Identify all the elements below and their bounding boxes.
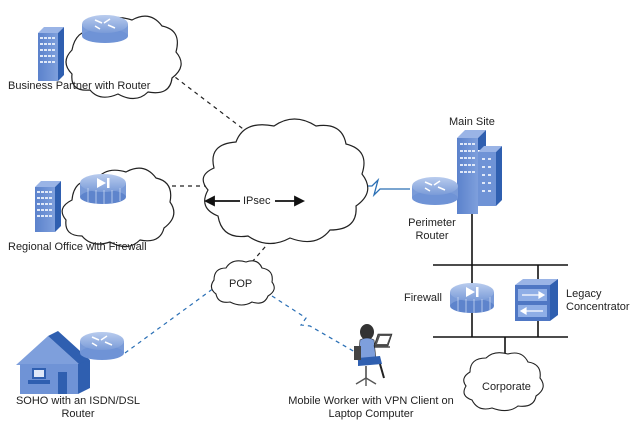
business-partner-router-icon bbox=[82, 15, 128, 43]
mobile-label-line2: Laptop Computer bbox=[328, 408, 414, 420]
main-site-label: Main Site bbox=[449, 116, 495, 128]
pop-label: POP bbox=[229, 278, 253, 290]
main-site-building-icon bbox=[457, 130, 502, 214]
ipsec-internet-cloud bbox=[202, 118, 369, 245]
lan-firewall-icon bbox=[450, 283, 494, 313]
regional-office-firewall-icon bbox=[80, 174, 126, 204]
perimeter-router-icon bbox=[412, 177, 458, 205]
pop-cloud bbox=[210, 260, 275, 306]
perimeter-router-label: Perimeter Router bbox=[400, 217, 464, 243]
mobile-worker-icon bbox=[354, 324, 393, 386]
soho-house-icon bbox=[16, 331, 90, 394]
mobile-label-line1: Mobile Worker with VPN Client on bbox=[288, 395, 454, 407]
business-partner-building-icon bbox=[38, 27, 64, 81]
firewall-label: Firewall bbox=[404, 292, 442, 304]
link-pop-to-mobile bbox=[271, 295, 356, 353]
soho-label-line2: Router bbox=[61, 408, 95, 420]
perimeter-label-line2: Router bbox=[415, 230, 449, 242]
soho-router-icon bbox=[80, 332, 124, 360]
ipsec-label: IPsec bbox=[243, 195, 271, 207]
corporate-label: Corporate bbox=[482, 381, 531, 393]
legacy-label-line2: Concentrator bbox=[566, 301, 630, 313]
legacy-label-line1: Legacy bbox=[566, 288, 602, 300]
soho-label: SOHO with an ISDN/DSL Router bbox=[12, 395, 144, 421]
mobile-worker-label: Mobile Worker with VPN Client on Laptop … bbox=[276, 395, 466, 421]
soho-label-line1: SOHO with an ISDN/DSL bbox=[15, 395, 141, 407]
regional-office-label: Regional Office with Firewall bbox=[8, 241, 147, 253]
lan-segments bbox=[433, 212, 568, 360]
business-partner-label: Business Partner with Router bbox=[8, 80, 151, 92]
link-soho-to-pop bbox=[124, 287, 215, 354]
legacy-concentrator-label: Legacy Concentrator bbox=[566, 288, 630, 314]
corporate-cloud bbox=[463, 352, 544, 412]
legacy-concentrator-icon bbox=[515, 279, 558, 321]
ipsec-double-arrow bbox=[203, 195, 306, 207]
regional-office-building-icon bbox=[35, 181, 61, 232]
perimeter-label-line1: Perimeter bbox=[408, 217, 456, 229]
